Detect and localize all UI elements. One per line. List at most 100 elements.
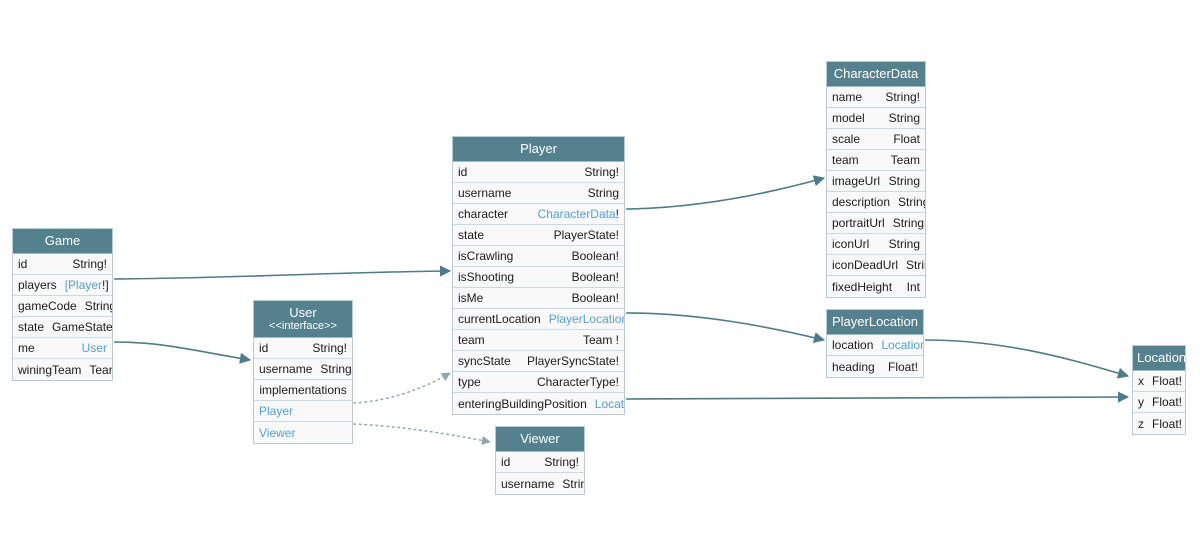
table-row[interactable]: id String! xyxy=(496,452,584,473)
field-type: Team xyxy=(89,362,112,377)
table-row[interactable]: x Float! xyxy=(1133,371,1185,392)
field-type: Int xyxy=(906,279,920,294)
field-name: location xyxy=(832,338,874,352)
field-type: PlayerLocation! xyxy=(541,312,624,326)
table-row[interactable]: syncState PlayerSyncState! xyxy=(453,351,624,372)
edge-user-implements-viewer xyxy=(353,423,491,445)
field-type: Team ! xyxy=(582,333,619,347)
table-row[interactable]: winingTeam Team xyxy=(13,359,112,380)
field-type-link[interactable]: Location xyxy=(881,338,923,352)
table-row[interactable]: z Float! xyxy=(1133,413,1185,434)
table-row[interactable]: fixedHeight Int xyxy=(827,276,925,297)
field-type-link[interactable]: Location xyxy=(594,396,624,411)
entity-characterdata[interactable]: CharacterData name String! model String … xyxy=(826,61,926,298)
table-row[interactable]: currentLocation PlayerLocation! xyxy=(453,309,624,330)
table-row[interactable]: iconDeadUrl String xyxy=(827,255,925,276)
table-row[interactable]: portraitUrl String xyxy=(827,213,925,234)
entity-game-title: Game xyxy=(13,229,112,254)
field-type: String! xyxy=(584,165,619,179)
entity-user[interactable]: User <<interface>> id String! username S… xyxy=(253,300,353,444)
field-type-link[interactable]: CharacterData xyxy=(537,207,616,221)
field-type: String xyxy=(888,111,920,125)
list-item[interactable]: Viewer xyxy=(254,422,352,443)
entity-game[interactable]: Game id String! players [Player!] gameCo… xyxy=(12,228,113,381)
field-type: User xyxy=(74,341,107,355)
field-name: z xyxy=(1138,416,1144,431)
table-row[interactable]: y Float! xyxy=(1133,392,1185,413)
entity-viewer-title: Viewer xyxy=(496,427,584,452)
table-row[interactable]: enteringBuildingPosition Location xyxy=(453,393,624,414)
table-row[interactable]: isMe Boolean! xyxy=(453,288,624,309)
field-name: syncState xyxy=(458,354,511,368)
table-row[interactable]: isShooting Boolean! xyxy=(453,267,624,288)
field-name: isMe xyxy=(458,291,484,305)
table-row[interactable]: isCrawling Boolean! xyxy=(453,246,624,267)
field-name: heading xyxy=(832,359,875,374)
table-row[interactable]: type CharacterType! xyxy=(453,372,624,393)
table-row[interactable]: username String xyxy=(453,183,624,204)
field-type: String xyxy=(888,237,920,251)
entity-characterdata-title: CharacterData xyxy=(827,62,925,87)
entity-playerlocation[interactable]: PlayerLocation location Location! headin… xyxy=(826,309,924,378)
field-name: team xyxy=(458,333,485,347)
table-row[interactable]: id String! xyxy=(254,338,352,359)
field-name: username xyxy=(501,476,555,491)
field-type: String xyxy=(587,186,619,200)
table-row[interactable]: model String xyxy=(827,108,925,129)
field-name: winingTeam xyxy=(18,362,82,377)
field-name: iconUrl xyxy=(832,237,870,251)
table-row[interactable]: location Location! xyxy=(827,335,923,356)
implementations-header: implementations xyxy=(254,380,352,401)
table-row[interactable]: name String! xyxy=(827,87,925,108)
implementation-viewer[interactable]: Viewer xyxy=(259,425,296,440)
table-row[interactable]: username String xyxy=(254,359,352,380)
edge-game-me-to-user xyxy=(113,341,252,364)
field-type-link[interactable]: PlayerLocation xyxy=(548,312,624,326)
field-type: String xyxy=(892,216,925,230)
table-row[interactable]: scale Float xyxy=(827,129,925,150)
field-name: x xyxy=(1138,374,1144,388)
field-name: team xyxy=(832,153,859,167)
field-type: Location! xyxy=(873,338,923,352)
table-row[interactable]: state PlayerState! xyxy=(453,225,624,246)
table-row[interactable]: gameCode String! xyxy=(13,296,112,317)
table-row[interactable]: id String! xyxy=(13,254,112,275)
table-row[interactable]: username String xyxy=(496,473,584,494)
field-type: Location xyxy=(587,397,624,411)
field-type: Float! xyxy=(887,359,918,374)
list-item[interactable]: Player xyxy=(254,401,352,422)
table-row[interactable]: character CharacterData! xyxy=(453,204,624,225)
table-row[interactable]: imageUrl String xyxy=(827,171,925,192)
field-name: gameCode xyxy=(18,299,77,313)
field-type: PlayerSyncState! xyxy=(526,354,619,368)
table-row[interactable]: id String! xyxy=(453,162,624,183)
field-type-tail: !] xyxy=(102,278,109,292)
implementation-player[interactable]: Player xyxy=(259,404,294,418)
field-name: y xyxy=(1138,395,1144,409)
field-type-link[interactable]: [Player xyxy=(64,278,103,292)
entity-user-name: User xyxy=(289,305,317,320)
table-row[interactable]: me User xyxy=(13,338,112,359)
field-type: String xyxy=(906,258,925,272)
field-type: String xyxy=(888,174,920,188)
field-type: Float! xyxy=(1152,395,1183,409)
field-type-link[interactable]: User xyxy=(81,341,107,355)
table-row[interactable]: team Team xyxy=(827,150,925,171)
entity-player[interactable]: Player id String! username String charac… xyxy=(452,136,625,415)
table-row[interactable]: iconUrl String xyxy=(827,234,925,255)
edge-user-implements-player xyxy=(353,372,451,404)
entity-location[interactable]: Location x Float! y Float! z Float! xyxy=(1132,345,1186,435)
field-type: PlayerState! xyxy=(553,228,619,242)
entity-viewer[interactable]: Viewer id String! username String xyxy=(495,426,585,495)
field-type-tail: ! xyxy=(615,207,619,221)
edge-game-players-to-player xyxy=(113,265,452,280)
table-row[interactable]: team Team ! xyxy=(453,330,624,351)
table-row[interactable]: description String xyxy=(827,192,925,213)
table-row[interactable]: heading Float! xyxy=(827,356,923,377)
table-row[interactable]: state GameState! xyxy=(13,317,112,338)
field-name: isShooting xyxy=(458,270,515,284)
field-type: String! xyxy=(544,455,579,469)
field-name: players xyxy=(18,278,57,292)
table-row[interactable]: players [Player!] xyxy=(13,275,112,296)
